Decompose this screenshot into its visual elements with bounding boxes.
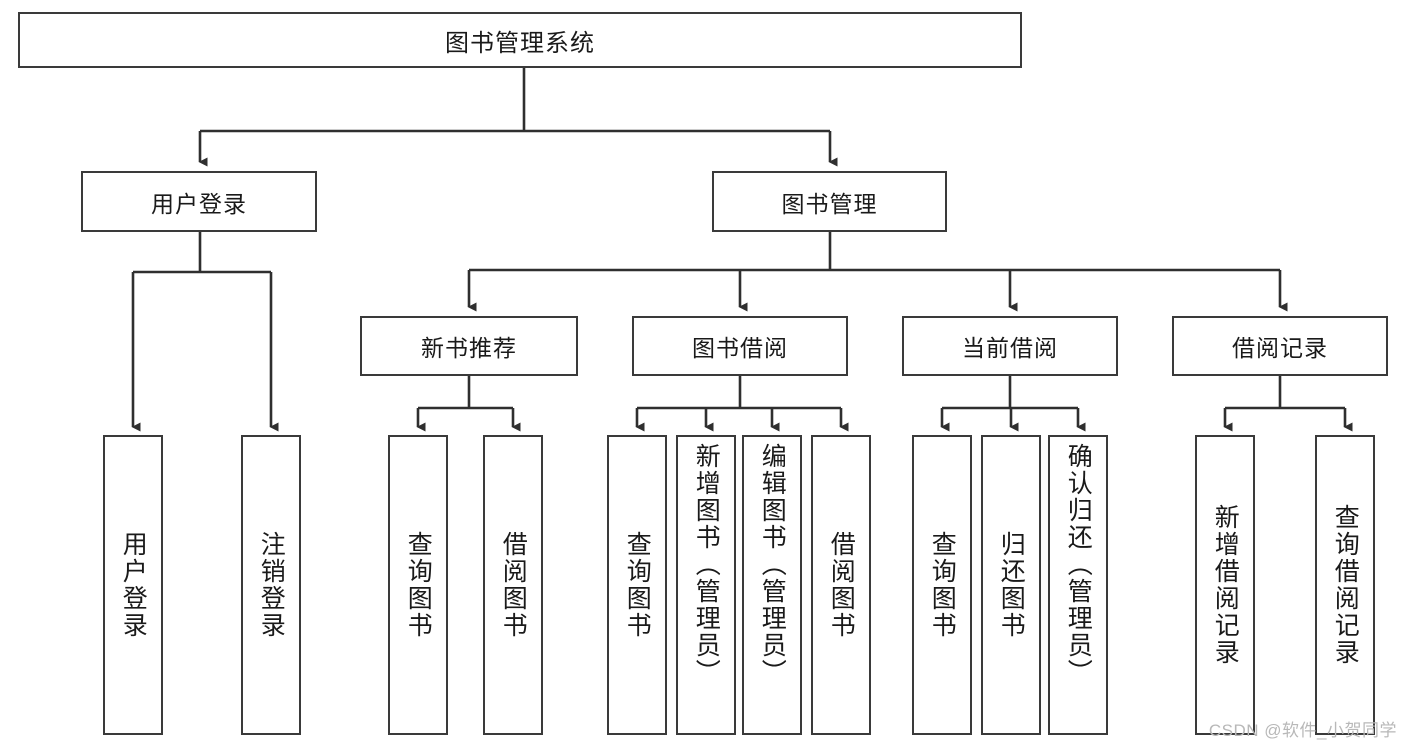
- node-label: 借阅图书: [827, 531, 856, 639]
- node-label: 新增图书（管理员）: [692, 443, 721, 686]
- leaf-borrow-record-query-record[interactable]: 查询借阅记录: [1315, 435, 1375, 735]
- leaf-book-borrow-add-book-admin[interactable]: 新增图书（管理员）: [676, 435, 736, 735]
- leaf-new-book-borrow-book[interactable]: 借阅图书: [483, 435, 543, 735]
- csdn-watermark: CSDN @软件_小贺同学: [1208, 721, 1397, 740]
- node-label: 借阅记录: [1232, 335, 1328, 361]
- leaf-borrow-record-add-record[interactable]: 新增借阅记录: [1195, 435, 1255, 735]
- node-label: 图书管理: [781, 190, 878, 217]
- node-label: 新增借阅记录: [1211, 504, 1240, 666]
- node-label: 查询图书: [623, 531, 652, 639]
- node-label: 归还图书: [997, 531, 1026, 639]
- leaf-new-book-query-book[interactable]: 查询图书: [388, 435, 448, 735]
- node-label: 当前借阅: [962, 335, 1058, 361]
- leaf-book-borrow-edit-book-admin[interactable]: 编辑图书（管理员）: [742, 435, 802, 735]
- leaf-book-borrow-query-book[interactable]: 查询图书: [607, 435, 667, 735]
- node-label: 图书借阅: [692, 335, 788, 361]
- node-book-borrow[interactable]: 图书借阅: [632, 316, 848, 376]
- node-label: 新书推荐: [421, 335, 517, 361]
- node-label: 查询图书: [928, 531, 957, 639]
- node-book-management[interactable]: 图书管理: [712, 171, 947, 232]
- node-user-login[interactable]: 用户登录: [81, 171, 317, 232]
- node-label: 编辑图书（管理员）: [758, 443, 787, 686]
- node-label: 图书管理系统: [445, 29, 595, 57]
- leaf-user-login-login[interactable]: 用户登录: [103, 435, 163, 735]
- leaf-current-borrow-confirm-return-admin[interactable]: 确认归还（管理员）: [1048, 435, 1108, 735]
- node-borrow-record[interactable]: 借阅记录: [1172, 316, 1388, 376]
- leaf-user-login-logout[interactable]: 注销登录: [241, 435, 301, 735]
- node-label: 查询借阅记录: [1331, 504, 1360, 666]
- node-new-book-recommend[interactable]: 新书推荐: [360, 316, 578, 376]
- node-label: 查询图书: [404, 531, 433, 639]
- node-root-book-management-system[interactable]: 图书管理系统: [18, 12, 1022, 68]
- leaf-current-borrow-query-book[interactable]: 查询图书: [912, 435, 972, 735]
- node-current-borrow[interactable]: 当前借阅: [902, 316, 1118, 376]
- leaf-current-borrow-return-book[interactable]: 归还图书: [981, 435, 1041, 735]
- node-label: 注销登录: [257, 531, 286, 639]
- node-label: 确认归还（管理员）: [1064, 443, 1093, 686]
- node-label: 借阅图书: [499, 531, 528, 639]
- leaf-book-borrow-borrow-book[interactable]: 借阅图书: [811, 435, 871, 735]
- node-label: 用户登录: [151, 190, 247, 217]
- node-label: 用户登录: [119, 531, 148, 639]
